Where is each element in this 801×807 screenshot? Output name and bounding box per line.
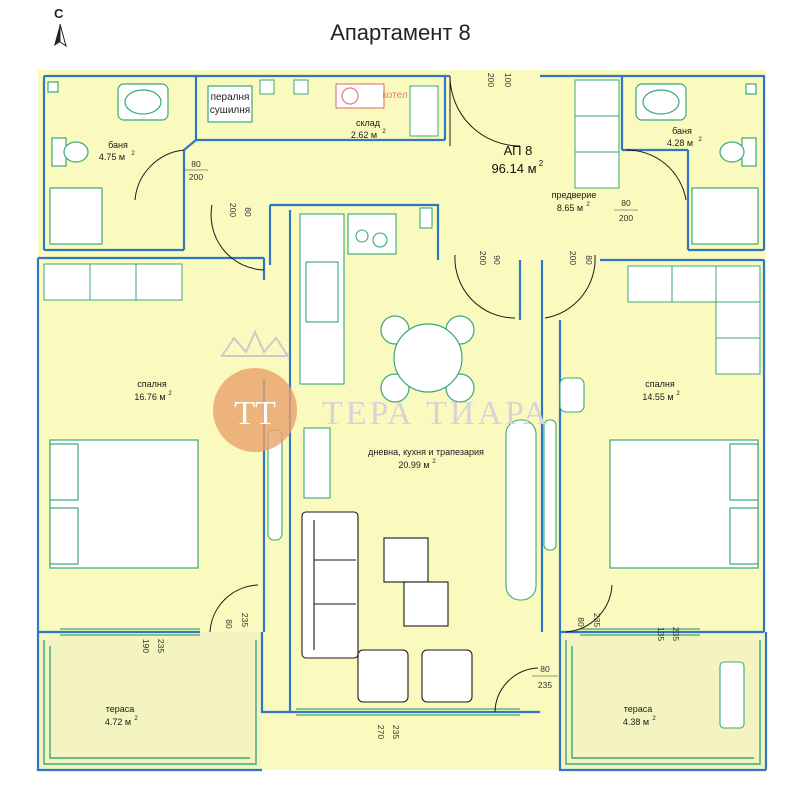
dim-terr-left-win-w: 190 (141, 639, 151, 653)
living-sup: 2 (432, 459, 436, 465)
terrace-left-name: тераса (106, 704, 135, 714)
dim-terr-right-door-w: 80 (576, 617, 586, 627)
storage-name: склад (356, 118, 381, 128)
windows (60, 628, 700, 716)
bath-left-area: 4.75 м (99, 152, 125, 162)
boiler-box (335, 83, 385, 109)
living-area: 20.99 м (398, 460, 429, 470)
terrace-rails (43, 640, 761, 765)
laundry-label-1: пералня (211, 92, 250, 103)
hall-area: 8.65 м (557, 203, 583, 213)
boiler-label: котел (382, 90, 408, 101)
bath-left-name: баня (108, 140, 128, 150)
watermark-logo: ТТ (213, 329, 297, 452)
dim-terr-living-h: 235 (538, 680, 552, 690)
terrace-left-area (38, 632, 262, 770)
dim-terr-left-door-h: 235 (240, 613, 250, 627)
terrace-right-area: 4.38 м (623, 717, 649, 727)
dim-bed-left-w: 80 (243, 207, 253, 217)
north-arrow: С (46, 6, 76, 50)
sliding-panels (267, 377, 745, 729)
dim-terr-living-win-h: 235 (391, 725, 401, 739)
bed-right (609, 439, 759, 569)
dim-terr-left-door-w: 80 (224, 619, 234, 629)
door-swings (134, 75, 687, 713)
dim-terr-right-door-h: 235 (592, 613, 602, 627)
laundry-box (207, 85, 253, 123)
bath-right-area: 4.28 м (667, 138, 693, 148)
bed-right-sup: 2 (676, 391, 680, 397)
hall-name: предверие (552, 190, 597, 200)
bath-right-name: баня (672, 126, 692, 136)
svg-text:ТТ: ТТ (234, 395, 276, 432)
north-arrow-icon (54, 23, 67, 48)
walls (36, 74, 768, 772)
hall-wardrobe (574, 79, 620, 189)
terrace-left-area: 4.72 м (105, 717, 131, 727)
bath-left-fixtures (47, 81, 169, 245)
dim-bath-right-w: 80 (621, 198, 631, 208)
dim-entry-w: 100 (503, 73, 513, 87)
hall-sup: 2 (586, 202, 590, 208)
dim-bed-left-h: 200 (228, 203, 238, 217)
terrace-right-sup: 2 (652, 716, 656, 722)
kitchen-counter (299, 207, 433, 499)
bath-left-sup: 2 (131, 151, 135, 157)
bed-left-wardrobe (43, 263, 183, 301)
apartment-code: АП 8 (504, 143, 533, 158)
terrace-left-sup: 2 (134, 716, 138, 722)
storage-area: 2.62 м (351, 130, 377, 140)
terrace-right-name: тераса (624, 704, 653, 714)
bed-left-area: 16.76 м (134, 392, 165, 402)
dim-terr-living-win-w: 270 (376, 725, 386, 739)
dim-bed-right-w: 80 (584, 255, 594, 265)
bed-left (49, 439, 199, 569)
bed-right-wardrobe (627, 265, 761, 375)
bed-right-name: спалня (645, 379, 675, 389)
dim-living-w: 90 (492, 255, 502, 265)
dim-living-h: 200 (478, 251, 488, 265)
storage-sup: 2 (382, 129, 386, 135)
dim-terr-left-win-h: 235 (156, 639, 166, 653)
dining-table (380, 315, 475, 403)
dim-bath-left-h: 200 (189, 172, 203, 182)
bath-right-fixtures (635, 83, 759, 245)
bed-left-sup: 2 (168, 391, 172, 397)
storage-shelves (259, 79, 439, 137)
apartment-area: 96.14 м (491, 161, 536, 176)
bed-right-area: 14.55 м (642, 392, 673, 402)
laundry-label-2: сушилня (210, 105, 250, 116)
dim-bed-right-h: 200 (568, 251, 578, 265)
bed-left-name: спалня (137, 379, 167, 389)
north-label: С (54, 6, 64, 21)
apartment-area-sup: 2 (539, 159, 544, 168)
dim-terr-living-w: 80 (540, 664, 550, 674)
watermark-text: ТЕРА ТИАРА (322, 395, 550, 432)
door-dims: 100 200 80 200 80 200 90 200 80 200 80 2… (141, 73, 681, 739)
bath-right-sup: 2 (698, 137, 702, 143)
plan-title: Апартамент 8 (330, 20, 471, 45)
dim-terr-right-win-h: 235 (671, 627, 681, 641)
dim-bath-left-w: 80 (191, 159, 201, 169)
dim-terr-right-win-w: 135 (656, 627, 666, 641)
living-name: дневна, кухня и трапезария (368, 447, 484, 457)
dim-bath-right-h: 200 (619, 213, 633, 223)
sofa (301, 511, 473, 703)
dim-entry-h: 200 (486, 73, 496, 87)
